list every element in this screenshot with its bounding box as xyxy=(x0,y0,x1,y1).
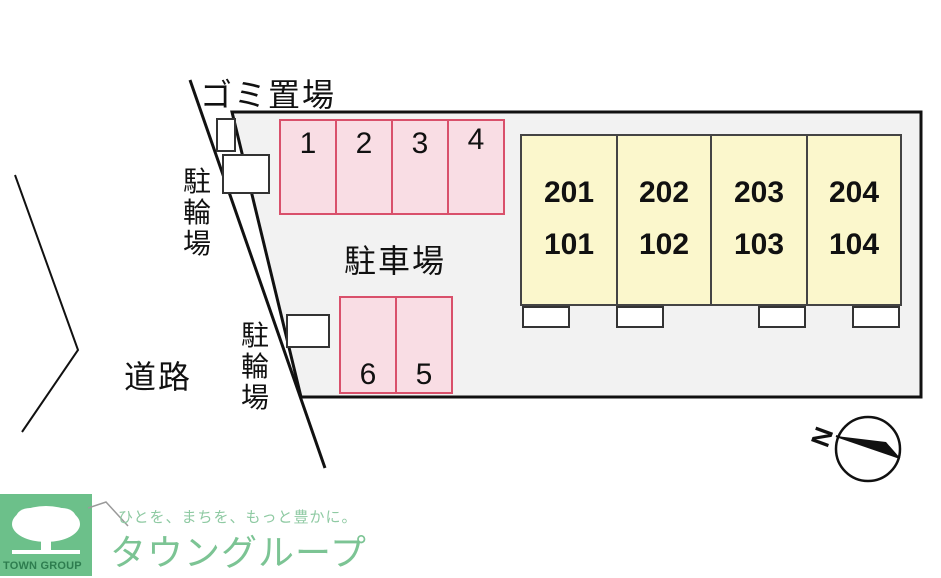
parking-stall: 6 xyxy=(339,296,397,394)
unit-lower-number: 101 xyxy=(543,228,595,261)
tree-logo-icon xyxy=(12,506,80,554)
garbage-area-label: ゴミ置場 xyxy=(200,76,337,114)
unit-lower-number: 104 xyxy=(828,228,880,261)
entry-step xyxy=(758,306,806,328)
entry-step xyxy=(616,306,664,328)
logo-brand: タウングループ xyxy=(110,533,367,574)
stall-number: 5 xyxy=(415,358,433,391)
unit-column: 203 103 xyxy=(710,134,808,306)
parking-lot-label: 駐車場 xyxy=(344,242,447,280)
road-curve xyxy=(14,174,80,433)
parking-stall: 2 xyxy=(335,119,393,215)
parking-stall: 1 xyxy=(279,119,337,215)
entry-step xyxy=(522,306,570,328)
parking-stall: 4 xyxy=(447,119,505,215)
stall-number: 6 xyxy=(359,358,377,391)
bicycle-parking-bottom-label: 駐 輪 場 xyxy=(240,319,269,414)
logo-swoosh xyxy=(88,501,129,527)
stall-number: 4 xyxy=(467,123,485,156)
stall-number: 3 xyxy=(411,127,429,160)
parking-stall: 3 xyxy=(391,119,449,215)
unit-lower-number: 103 xyxy=(733,228,785,261)
unit-upper-number: 204 xyxy=(828,176,880,209)
road-label: 道路 xyxy=(124,358,193,396)
unit-column: 202 102 xyxy=(616,134,712,306)
unit-upper-number: 201 xyxy=(543,176,595,209)
unit-column: 204 104 xyxy=(806,134,902,306)
north-label: N xyxy=(808,423,839,451)
entry-step xyxy=(852,306,900,328)
unit-column: 201 101 xyxy=(520,134,618,306)
garbage-box xyxy=(216,118,236,152)
bicycle-parking-top-box xyxy=(222,154,270,194)
bicycle-parking-bottom-box xyxy=(286,314,330,348)
logo-tagline: ひとを、まちを、もっと豊かに。 xyxy=(118,508,358,526)
parking-stall: 5 xyxy=(395,296,453,394)
company-name: TOWN GROUP xyxy=(3,560,82,572)
bicycle-parking-top-label: 駐 輪 場 xyxy=(182,165,211,260)
stall-number: 1 xyxy=(299,127,317,160)
unit-upper-number: 202 xyxy=(638,176,690,209)
road-boundary-line xyxy=(188,79,327,469)
compass-icon: N xyxy=(808,415,902,483)
unit-upper-number: 203 xyxy=(733,176,785,209)
company-logo xyxy=(0,494,92,576)
stall-number: 2 xyxy=(355,127,373,160)
unit-lower-number: 102 xyxy=(638,228,690,261)
